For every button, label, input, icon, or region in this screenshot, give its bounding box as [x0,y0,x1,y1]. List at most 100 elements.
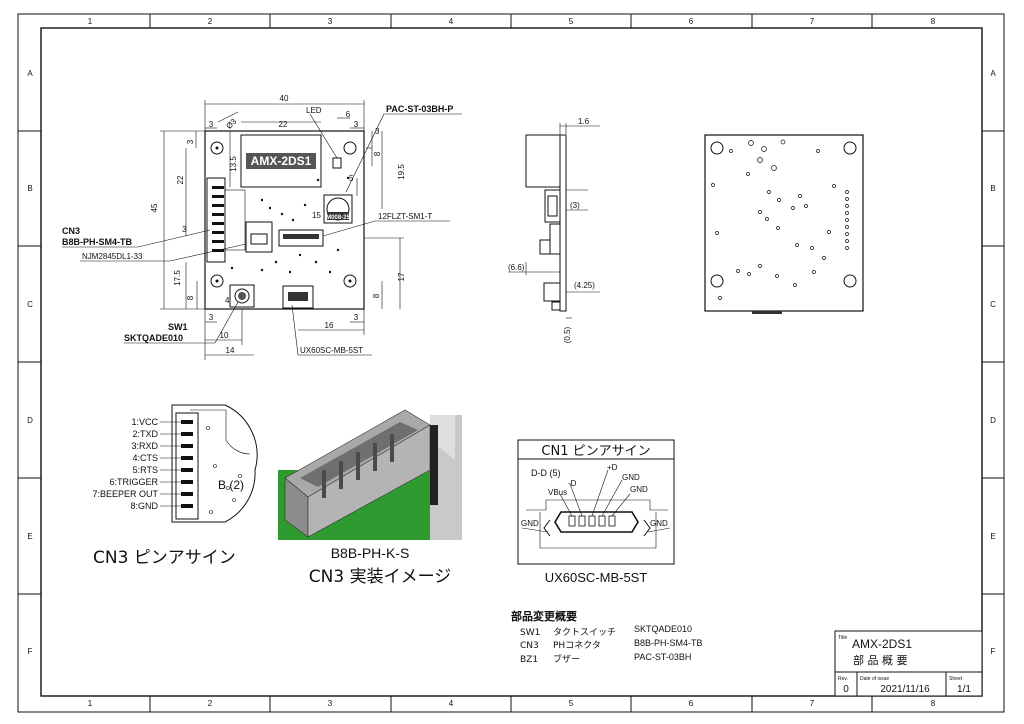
parts-row-3-part: PAC-ST-03BH [634,652,691,662]
grid-col-5-bottom: 5 [569,699,574,708]
cn1-pin-gnd-right: GND [650,519,668,528]
pcb-outline [204,130,365,310]
grid-row-a: A [27,69,33,78]
parts-row-1-part: SKTQADE010 [634,624,692,634]
dim-3-bottom-right: 3 [354,313,359,322]
dim-diameter: Ø3 [224,117,238,131]
grid-col-8: 8 [931,17,936,26]
cn3-pin-5: 5:RTS [133,465,158,475]
board-name-label: AMX-2DS1 [251,154,312,168]
buzzer-mark: M008-25 [326,215,350,221]
side-dim-0-5: (0.5) [563,326,572,343]
cn1-pin-minus-d: -D [568,479,577,488]
usb-label: UX60SC-MB-5ST [300,346,363,355]
grid-row-d-right: D [990,416,996,425]
grid-row-f: F [28,647,33,656]
njm-label: NJM2845DL1-33 [82,252,143,261]
cn3-pin-assign-title: CN3 ピンアサイン [93,548,236,568]
grid-col-7-bottom: 7 [810,699,815,708]
dim-3-bottom-left: 3 [209,313,214,322]
parts-row-2-ref: CN3 [520,641,539,651]
cn1-title: CN1 ピンアサイン [541,444,650,459]
grid-row-b-right: B [990,184,995,193]
side-dim-4-25: (4.25) [574,281,595,290]
grid-ticks [18,14,1004,712]
dim-17-5: 17.5 [173,270,182,286]
dim-6: 6 [346,110,351,119]
grid-col-7: 7 [810,17,815,26]
rev-value: 0 [843,684,849,695]
dim-45: 45 [150,203,159,212]
grid-col-3-bottom: 3 [328,699,333,708]
bottom-view [704,134,864,314]
flzt-label: 12FLZT-SM1-T [378,212,432,221]
cn3-label: CN3 [62,226,80,236]
grid-col-3: 3 [328,17,333,26]
rev-label: Rev. [838,676,848,682]
sheet-value: 1/1 [957,684,971,695]
dim-40: 40 [280,94,289,103]
dim-22-vert: 22 [176,175,185,184]
parts-change-summary: 部品変更概要 SW1 タクトスイッチ SKTQADE010 CN3 PHコネクタ… [511,609,703,665]
sw1-label: SW1 [168,322,188,332]
cn1-pin-gnd-1: GND [622,473,640,482]
pac-label: PAC-ST-03BH-P [386,104,453,114]
grid-row-f-right: F [991,647,996,656]
led-label: LED [306,106,322,115]
grid-col-2-bottom: 2 [208,699,213,708]
sheet-label: Sheet [949,676,963,682]
dim-14: 14 [226,346,235,355]
connector-part-label: B8B-PH-K-S [331,545,410,561]
parts-change-title: 部品変更概要 [511,609,577,623]
grid-row-b: B [27,184,32,193]
dim-8-right: 8 [372,293,381,298]
side-dim-1-6: 1.6 [578,117,590,126]
cn1-pin-gnd-left: GND [521,519,539,528]
title-label: Title [838,635,847,641]
cn1-section-label: D-D (5) [531,468,561,478]
parts-row-2-part: B8B-PH-SM4-TB [634,638,703,648]
dim-8-right-top: 8 [373,151,382,156]
cn1-part-label: UX60SC-MB-5ST [545,570,648,585]
connector-mount-caption: CN3 実装イメージ [309,567,451,587]
cn3-pin-6: 6:TRIGGER [109,477,158,487]
cn3-pin-3: 3:RXD [131,441,158,451]
cn3-pin-4: 4:CTS [132,453,158,463]
dim-3-right-top: 3 [375,127,380,136]
inner-frame [40,27,983,697]
grid-row-d: D [27,416,33,425]
dim-19-5: 19.5 [397,164,406,180]
grid-row-a-right: A [990,69,996,78]
dim-3-top-right: 3 [354,120,359,129]
cn3-pin-8: 8:GND [130,501,158,511]
subtitle-value: 部 品 概 要 [853,653,908,667]
dim-17: 17 [397,272,406,281]
connector-3d-image: B8B-PH-K-S CN3 実装イメージ [278,409,462,587]
cn1-pin-vbus: VBus [548,488,567,497]
dim-3-cn3: 3 [182,225,187,234]
outer-frame [17,13,1005,713]
dim-22-top: 22 [279,120,288,129]
cn3-pin-2: 2:TXD [132,429,158,439]
side-view: 1.6 (3) (6.6) (4.25) (0.5) [508,117,600,343]
grid-col-6-bottom: 6 [689,699,694,708]
parts-row-2-desc: PHコネクタ [553,640,601,651]
dim-10: 10 [220,331,229,340]
cn1-pin-gnd-2: GND [630,485,648,494]
date-value: 2021/11/16 [880,684,930,695]
side-dim-6-6: (6.6) [508,263,525,272]
grid-row-e-right: E [990,532,995,541]
dim-5: 5 [349,174,354,183]
dim-15: 15 [312,211,321,220]
cn1-pin-plus-d: +D [607,463,618,472]
cn3-pin-assign: 1:VCC 2:TXD 3:RXD 4:CTS 5:RTS 6:TRIGGER … [92,404,258,568]
parts-row-1-ref: SW1 [520,628,540,638]
title-value: AMX-2DS1 [852,637,912,651]
grid-col-8-bottom: 8 [931,699,936,708]
grid-col-6: 6 [689,17,694,26]
grid-col-2: 2 [208,17,213,26]
dim-4: 4 [225,296,230,305]
date-label: Date of issue [860,676,889,682]
grid-col-1: 1 [88,17,93,26]
